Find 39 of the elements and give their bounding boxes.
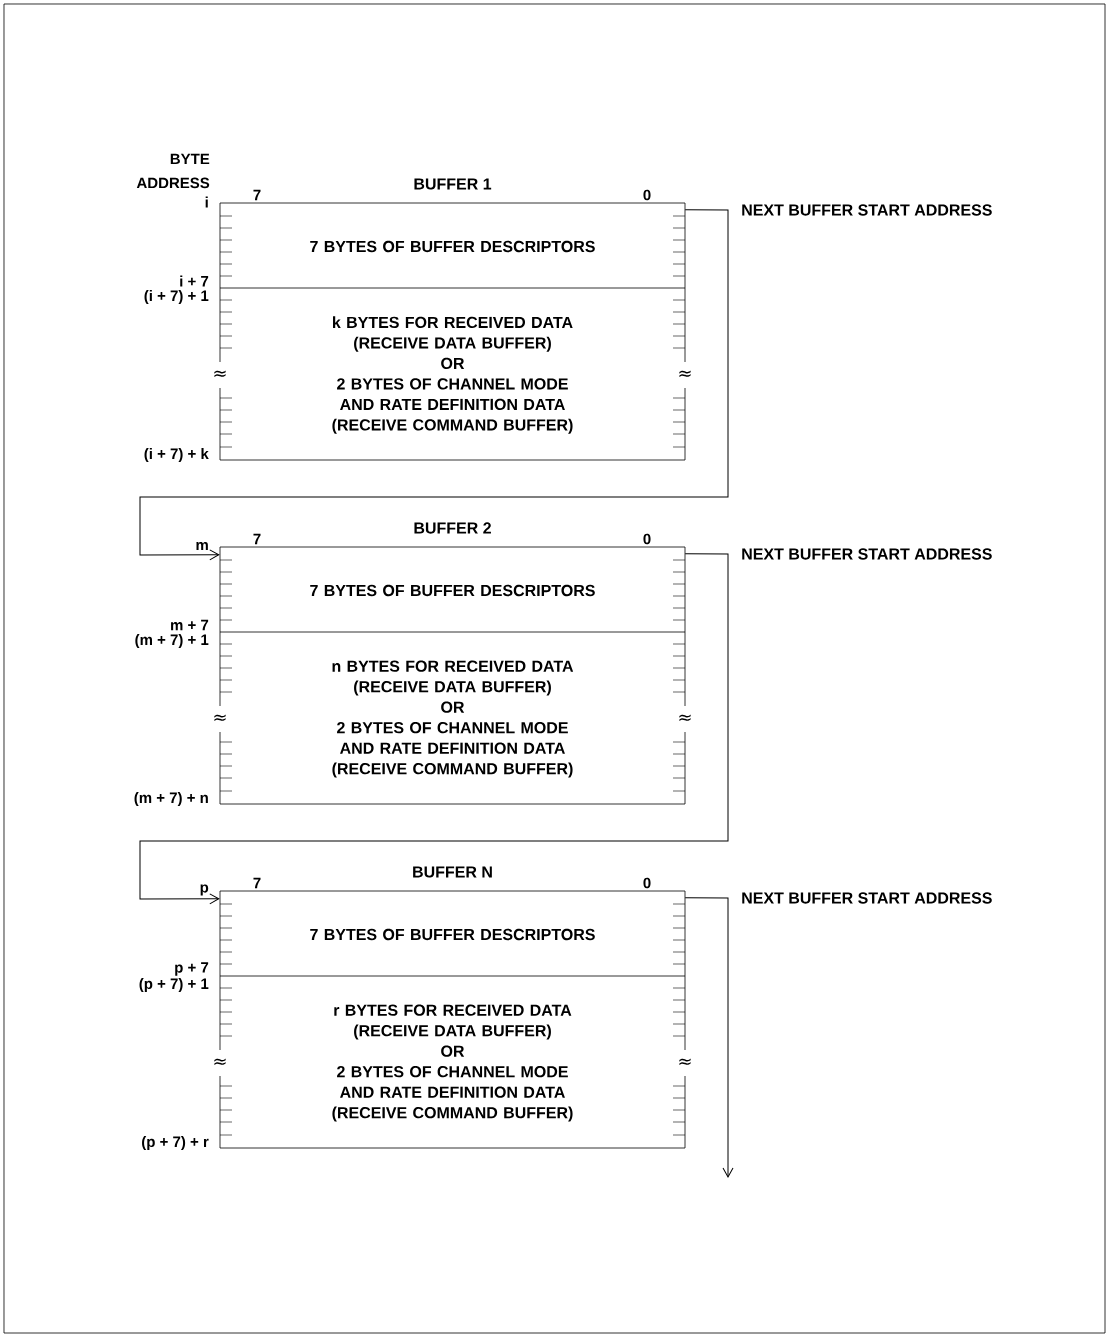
address-label: (i + 7) + 1 [144,290,209,304]
bit-number: 0 [643,189,651,201]
buffer-heading: BUFFER 1 [414,178,492,190]
bit-number: 0 [643,877,651,889]
address-label: m [196,541,208,551]
arrow [139,553,729,905]
bit-number: 0 [643,533,651,545]
break-mark: ≈ [679,714,691,722]
data-section: r BYTES FOR RECEIVED DATA (RECEIVE DATA BUFFER) OR 2 BYTES OF CHANNEL MODE AND RATE DEFINITION DATA (RECEIVE COMMAND BUFFER) [332,1004,573,1122]
descriptor-section: 7 BYTES OF BUFFER DESCRIPTORS [310,928,595,941]
address-label: i + 7 [180,275,209,287]
edge-label: NEXT BUFFER START ADDRESS [740,203,994,217]
data-section: k BYTES FOR RECEIVED DATA (RECEIVE DATA BUFFER) OR 2 BYTES OF CHANNEL MODE AND RATE DEFINITION DATA (RECEIVE COMMAND BUFFER) [332,316,573,434]
bit-number: 7 [253,533,261,545]
bit-number: 7 [253,877,261,889]
address-label: (m + 7) + 1 [135,634,209,648]
break-mark: ≈ [214,370,226,378]
address-label: (p + 7) + 1 [139,978,209,992]
buffer-heading: BUFFER N [413,866,492,878]
address-label: (i + 7) + k [144,448,209,462]
data-section: n BYTES FOR RECEIVED DATA (RECEIVE DATA BUFFER) OR 2 BYTES OF CHANNEL MODE AND RATE DEFINITION DATA (RECEIVE COMMAND BUFFER) [332,660,574,778]
arrow [684,897,734,1178]
address-label: i [205,196,208,208]
descriptor-section: 7 BYTES OF BUFFER DESCRIPTORS [310,240,595,253]
break-mark: ≈ [214,1058,226,1066]
address-label: m + 7 [171,619,209,631]
arrow [139,209,729,561]
address-label: (m + 7) + n [134,792,208,806]
bit-number: 7 [253,189,261,201]
descriptor-section: 7 BYTES OF BUFFER DESCRIPTORS [310,584,595,597]
break-mark: ≈ [679,370,691,378]
buffer-heading: BUFFER 2 [414,522,491,534]
break-mark: ≈ [679,1058,691,1066]
edge-label: NEXT BUFFER START ADDRESS [740,547,994,561]
address-label: p + 7 [175,962,209,976]
edge-label: NEXT BUFFER START ADDRESS [740,891,994,905]
address-label: p [200,884,209,896]
address-label: (p + 7) + r [142,1136,209,1150]
break-mark: ≈ [214,714,226,722]
